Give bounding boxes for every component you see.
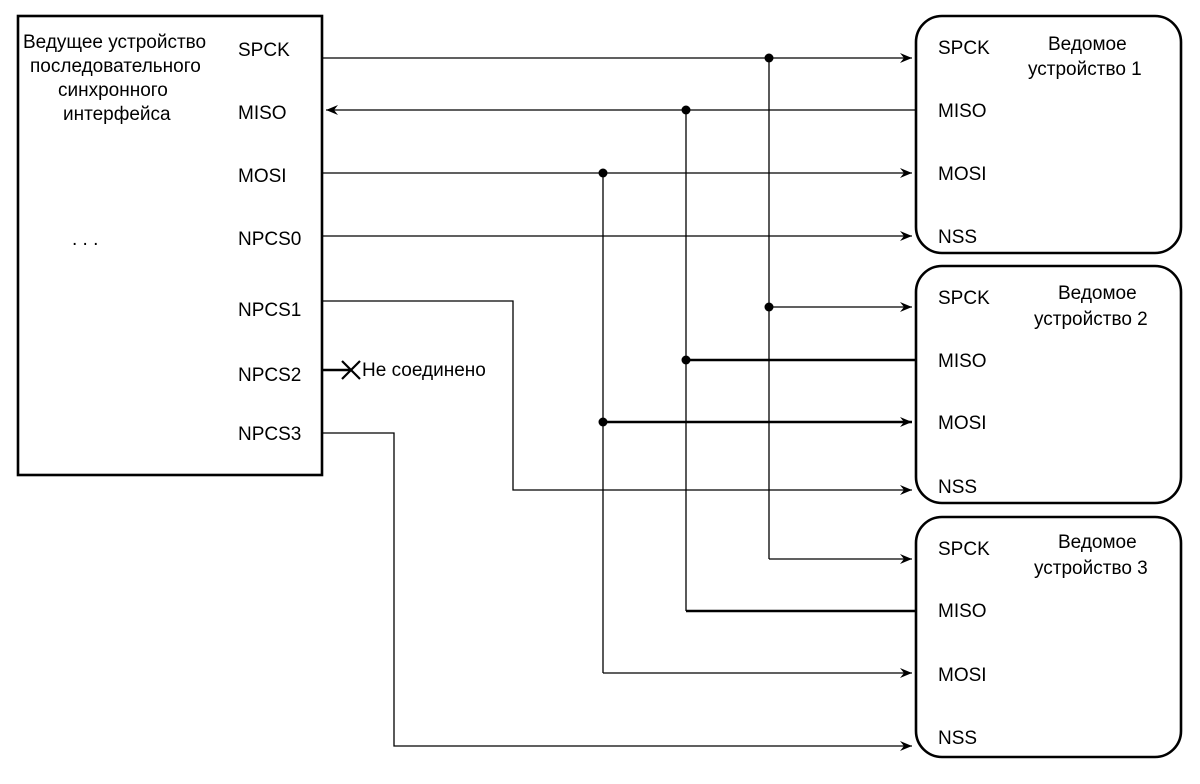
slave-1-pin-mosi: MOSI xyxy=(938,164,987,185)
master-title-line-4: интерфейса xyxy=(63,104,171,125)
slave-1-pin-spck: SPCK xyxy=(938,38,990,59)
master-device: Ведущее устройство последовательного син… xyxy=(16,14,324,477)
mosi-junction-2 xyxy=(598,417,608,427)
slave-2-title-line-1: Ведомое xyxy=(1058,283,1137,304)
master-pin-miso: MISO xyxy=(238,103,287,124)
mosi-bus xyxy=(322,168,912,678)
slave-device-2: Ведомое устройство 2 SPCK MISO MOSI NSS xyxy=(914,264,1183,505)
slave-2-pin-mosi: MOSI xyxy=(938,413,987,434)
master-pin-mosi: MOSI xyxy=(238,166,287,187)
slave-2-pin-miso: MISO xyxy=(938,351,987,372)
npcs3-wire-to-slave-3-nss xyxy=(322,432,912,751)
slave-3-pin-mosi: MOSI xyxy=(938,665,987,686)
slave-device-3: Ведомое устройство 3 SPCK MISO MOSI NSS xyxy=(914,515,1183,759)
slave-3-pin-spck: SPCK xyxy=(938,539,990,560)
slave-1-title-line-2: устройство 1 xyxy=(1028,59,1142,80)
master-box xyxy=(16,14,324,477)
slave-3-title-line-1: Ведомое xyxy=(1058,532,1137,553)
miso-junction-2 xyxy=(681,355,691,365)
slave-2-box xyxy=(914,264,1183,505)
not-connected-cross-icon xyxy=(341,360,361,380)
slave-2-pin-nss: NSS xyxy=(938,477,977,498)
slave-3-pin-miso: MISO xyxy=(938,601,987,622)
slave-1-pin-nss: NSS xyxy=(938,227,977,248)
master-title-line-1: Ведущее устройство xyxy=(23,32,206,53)
master-pin-npcs0: NPCS0 xyxy=(238,229,301,250)
not-connected-label: Не соединено xyxy=(362,360,486,381)
spck-junction-1 xyxy=(764,53,774,63)
slave-1-box xyxy=(914,14,1183,255)
npcs1-wire-to-slave-2-nss xyxy=(322,300,912,495)
npcs2-not-connected: Не соединено xyxy=(322,360,486,381)
slave-3-box xyxy=(914,515,1183,759)
miso-junction-1 xyxy=(681,105,691,115)
miso-bus xyxy=(326,105,916,613)
slave-3-pin-nss: NSS xyxy=(938,728,977,749)
slave-device-1: Ведомое устройство 1 SPCK MISO MOSI NSS xyxy=(914,14,1183,255)
slave-2-title-line-2: устройство 2 xyxy=(1034,309,1148,330)
master-ellipsis: . . . xyxy=(72,229,98,250)
master-pin-spck: SPCK xyxy=(238,40,290,61)
slave-1-pin-miso: MISO xyxy=(938,101,987,122)
master-pin-npcs3: NPCS3 xyxy=(238,424,301,445)
spck-junction-2 xyxy=(764,302,774,312)
mosi-junction-1 xyxy=(598,168,608,178)
master-title-line-3: синхронного xyxy=(58,80,168,101)
slave-1-title-line-1: Ведомое xyxy=(1048,34,1127,55)
master-pin-npcs1: NPCS1 xyxy=(238,300,301,321)
slave-3-title-line-2: устройство 3 xyxy=(1034,558,1148,579)
master-pin-npcs2: NPCS2 xyxy=(238,365,301,386)
master-title-line-2: последовательного xyxy=(30,56,201,77)
spck-bus xyxy=(322,53,912,564)
chip-select-lines xyxy=(322,231,912,751)
slave-2-pin-spck: SPCK xyxy=(938,288,990,309)
